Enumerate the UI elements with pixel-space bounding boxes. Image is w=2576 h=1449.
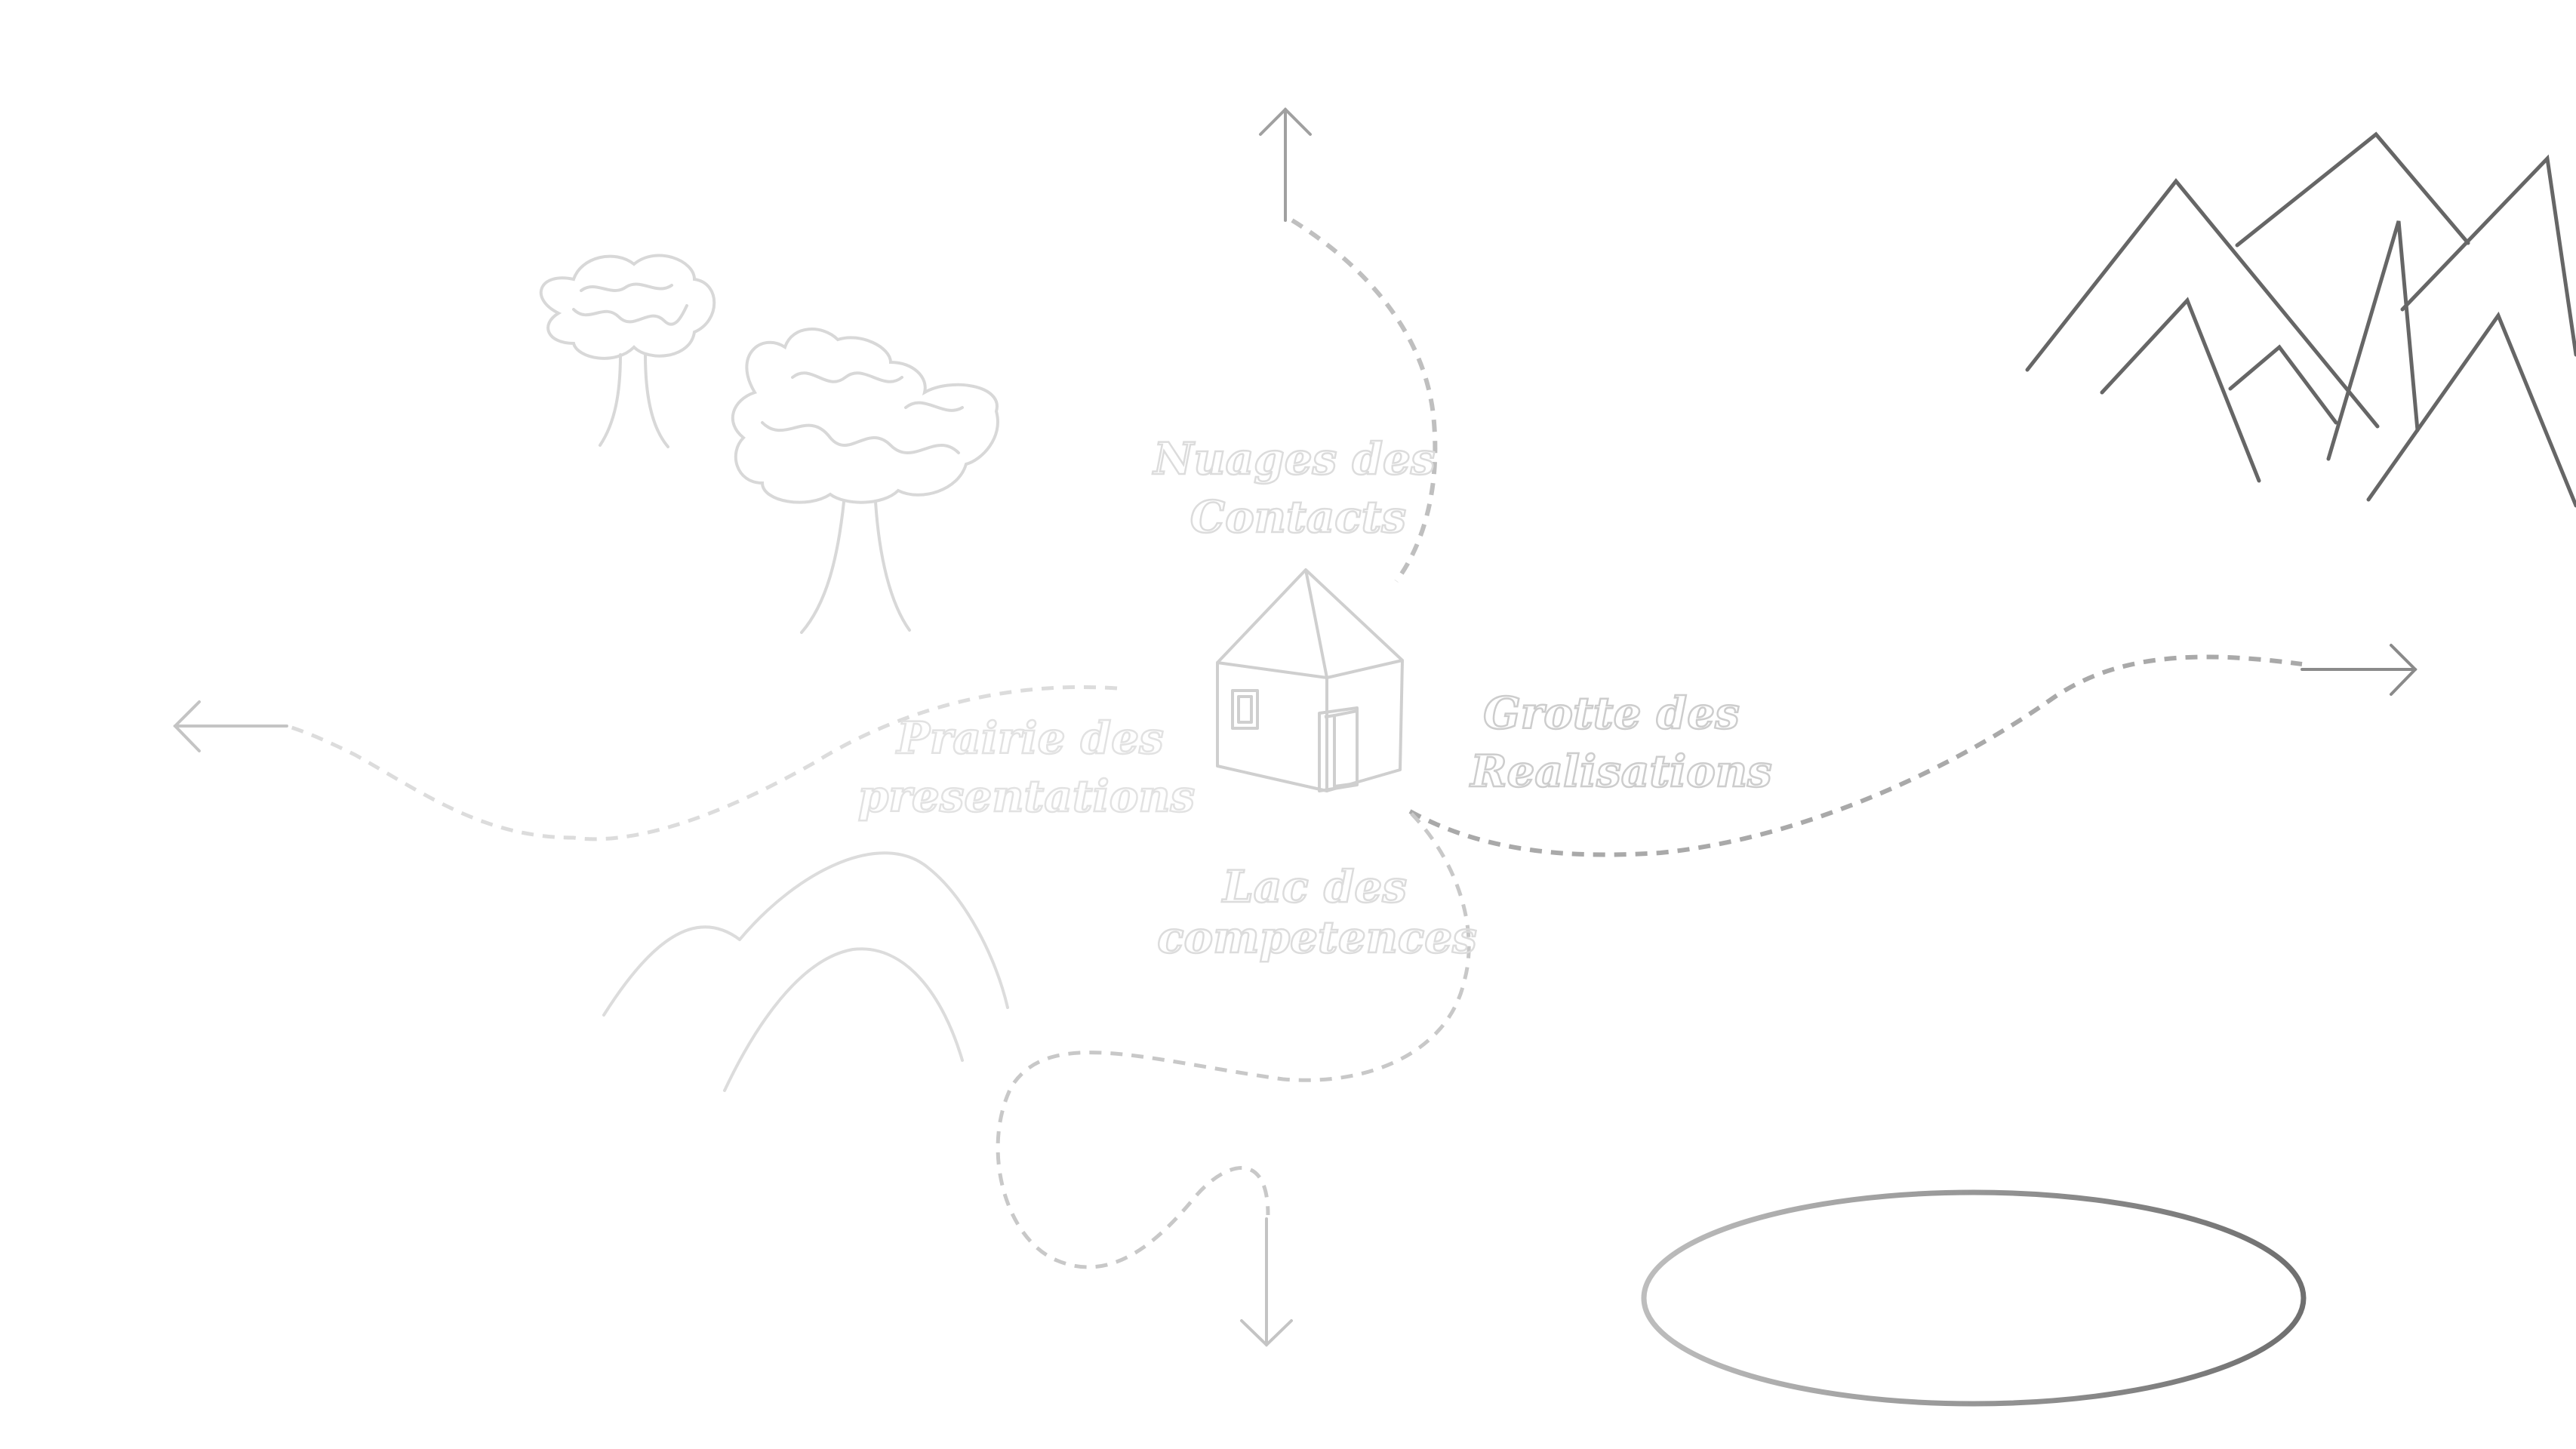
label-presentation-line2: presentations: [858, 771, 1195, 822]
label-competences-line2: competences: [1157, 912, 1477, 963]
label-presentation-line1: Prairie des: [895, 712, 1164, 764]
arrow-up-icon[interactable]: [1259, 107, 1312, 222]
trail-left: [286, 685, 1118, 841]
label-competences-line1: Lac des: [1221, 861, 1407, 912]
label-competences[interactable]: Lac des competences: [1156, 860, 1478, 964]
label-contacts-line2: Contacts: [1190, 491, 1406, 543]
label-presentation[interactable]: Prairie des presentations: [857, 712, 1196, 823]
lake-icon[interactable]: [1641, 1189, 2307, 1407]
small-tree: [539, 254, 716, 448]
trail-right: [1408, 654, 2303, 857]
arrow-down-icon[interactable]: [1240, 1217, 1293, 1347]
label-contacts-line1: Nuages des: [1152, 433, 1435, 485]
trees-icon: [539, 254, 999, 634]
arrow-right-icon[interactable]: [2301, 644, 2418, 696]
arrow-left-icon[interactable]: [173, 700, 288, 752]
label-realisations-line2: Realisations: [1469, 746, 1771, 797]
label-realisations[interactable]: Grotte des Realisations: [1468, 687, 1773, 798]
house-icon[interactable]: [1216, 568, 1404, 792]
mountains-icon: [2025, 131, 2576, 508]
label-contacts[interactable]: Nuages des Contacts: [1151, 432, 1436, 544]
big-tree: [731, 328, 999, 634]
trail-up: [1291, 218, 1438, 583]
label-realisations-line1: Grotte des: [1483, 688, 1740, 739]
hills-icon: [602, 851, 1009, 1092]
